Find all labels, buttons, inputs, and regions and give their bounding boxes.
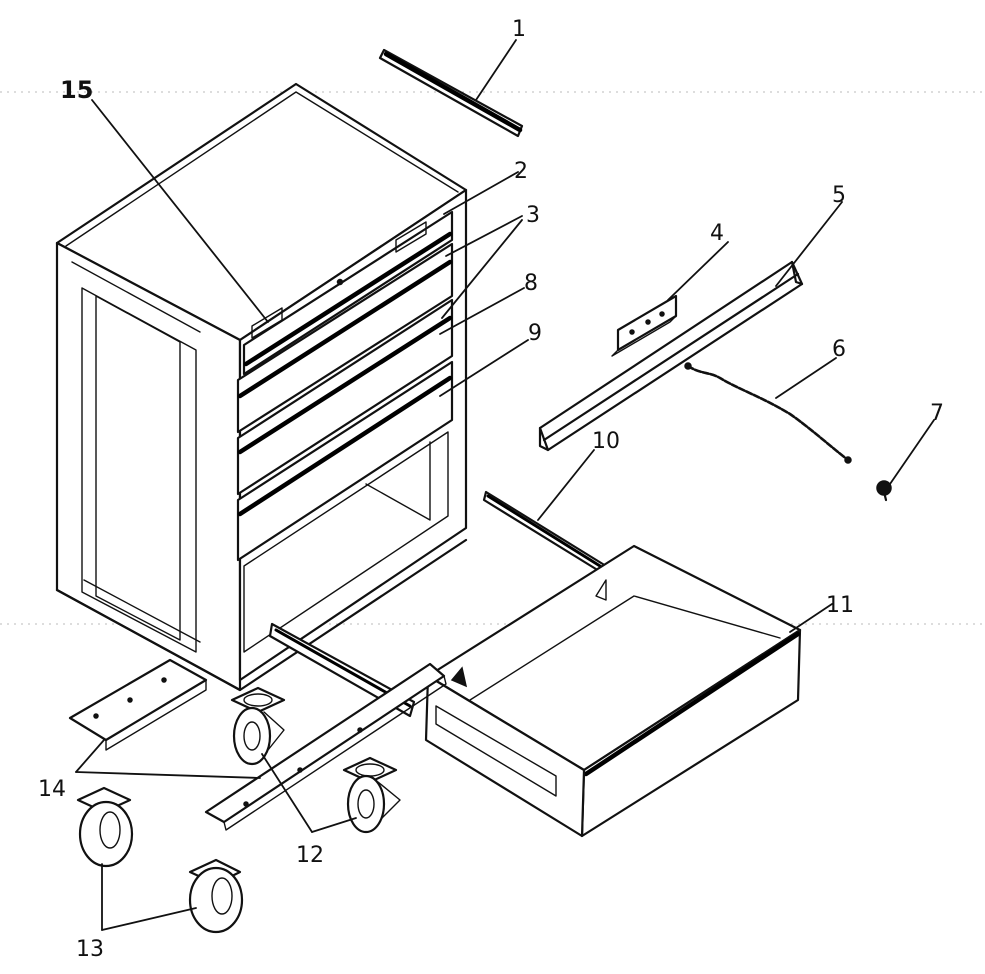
drawer-front-handle bbox=[583, 631, 801, 777]
leader-lines bbox=[75, 39, 935, 931]
part-5-slide-rail bbox=[538, 260, 804, 452]
cabinet-label-right bbox=[395, 221, 427, 253]
drawer-front-recess bbox=[435, 705, 557, 797]
part-14-base-plate-left bbox=[68, 658, 208, 751]
callout-7: 7 bbox=[930, 401, 944, 426]
callout-2: 2 bbox=[514, 159, 528, 184]
callout-9: 9 bbox=[528, 321, 542, 346]
callout-labels: 1 2 3 4 5 6 7 8 9 10 11 12 13 14 15 bbox=[38, 17, 944, 962]
cabinet-label-left bbox=[251, 307, 283, 339]
tool-cabinet bbox=[55, 82, 468, 692]
callout-4: 4 bbox=[710, 221, 724, 246]
bottom-bay-interior bbox=[365, 441, 431, 521]
drawer-8-handle bbox=[237, 315, 453, 455]
part-7-screw bbox=[876, 480, 892, 502]
part-14-base-plate-right bbox=[204, 662, 447, 831]
part-6-rod bbox=[684, 362, 852, 464]
left-side-ledge bbox=[71, 261, 201, 333]
callout-13: 13 bbox=[76, 937, 104, 962]
drawer-3 bbox=[236, 242, 454, 434]
part-12-caster-b bbox=[342, 756, 401, 834]
drawer-9-handle bbox=[237, 375, 453, 517]
cabinet-top-edge bbox=[65, 91, 459, 247]
part-13-caster-a bbox=[76, 786, 134, 868]
callout-12: 12 bbox=[296, 843, 324, 868]
drawer-floor bbox=[469, 595, 781, 701]
part-11-open-drawer bbox=[424, 544, 802, 838]
scan-lines bbox=[0, 91, 985, 625]
callout-6: 6 bbox=[832, 337, 846, 362]
callout-14: 14 bbox=[38, 777, 66, 802]
top-drawer-handle bbox=[243, 231, 453, 367]
callout-15: 15 bbox=[60, 76, 93, 104]
callout-10: 10 bbox=[592, 429, 620, 454]
left-side-inset bbox=[95, 295, 181, 641]
callout-11: 11 bbox=[826, 593, 854, 618]
part-13-caster-b bbox=[188, 858, 244, 934]
drawer-front-face bbox=[424, 674, 586, 838]
lock-keyhole bbox=[336, 278, 344, 286]
callout-3: 3 bbox=[526, 203, 540, 228]
cabinet-bottom-edge bbox=[55, 538, 468, 692]
drawer-cutout-left bbox=[450, 666, 468, 688]
part-12-caster-a bbox=[230, 686, 286, 766]
left-side-ledge-bottom bbox=[83, 579, 201, 643]
drawer-cutout-right bbox=[595, 579, 607, 601]
part-10-slide-right bbox=[482, 490, 608, 576]
callout-1: 1 bbox=[512, 17, 526, 42]
callout-8: 8 bbox=[524, 271, 538, 296]
bottom-bay-opening bbox=[243, 431, 449, 653]
drawer-3-handle bbox=[237, 259, 453, 399]
part-4-bracket bbox=[611, 294, 678, 357]
callout-5: 5 bbox=[832, 183, 846, 208]
